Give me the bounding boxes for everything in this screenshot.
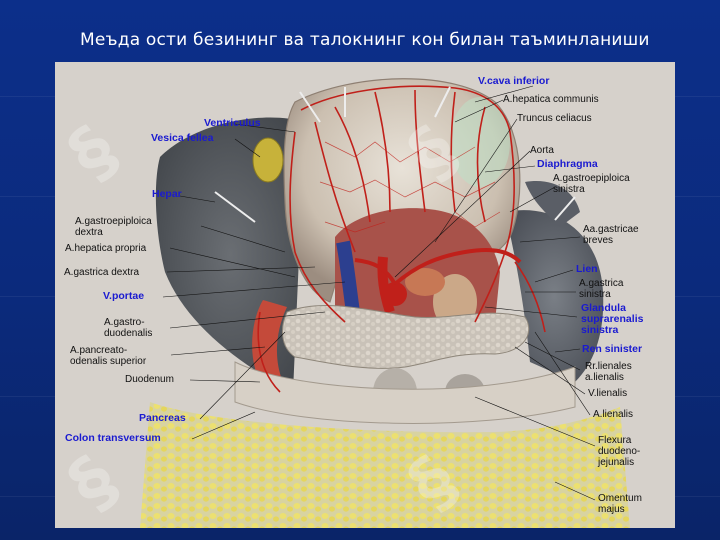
label-a-gastrica-dextra: A.gastrica dextra bbox=[64, 267, 140, 278]
label-hepar: Hepar bbox=[152, 188, 182, 200]
label-colon-transversum: Colon transversum bbox=[65, 432, 161, 444]
anatomy-illustration: § § § § bbox=[55, 62, 675, 528]
label-rr-lienales: Rr.lienales a.lienalis bbox=[585, 361, 632, 383]
label-a-lienalis: A.lienalis bbox=[593, 409, 634, 420]
slide-title: Меъда ости безининг ва талокнинг кон бил… bbox=[80, 30, 650, 50]
anatomy-illustration-panel: § § § § V.cava inferior A.hepatica commu… bbox=[55, 62, 675, 528]
label-ventriculus: Ventriculus bbox=[204, 117, 261, 129]
label-a-hepatica-communis: A.hepatica communis bbox=[503, 94, 599, 105]
label-a-gastroduodenalis: A.gastro- duodenalis bbox=[104, 317, 153, 339]
label-v-portae: V.portae bbox=[103, 290, 145, 302]
label-lien: Lien bbox=[576, 263, 598, 275]
label-ren-sinister: Ren sinister bbox=[582, 343, 643, 355]
label-flexura-duodenojejunalis: Flexura duodeno- jejunalis bbox=[598, 435, 641, 468]
label-a-gastroepiploica-sinistra: A.gastroepiploica sinistra bbox=[553, 173, 630, 195]
label-vesica-fellea: Vesica fellea bbox=[151, 132, 214, 144]
label-duodenum: Duodenum bbox=[125, 374, 174, 385]
label-pancreas: Pancreas bbox=[139, 412, 186, 424]
label-a-gastroepiploica-dextra: A.gastroepiploica dextra bbox=[75, 216, 152, 238]
label-v-cava-inferior: V.cava inferior bbox=[478, 75, 550, 87]
label-truncus-celiacus: Truncus celiacus bbox=[517, 113, 592, 124]
label-omentum-majus: Omentum majus bbox=[598, 493, 642, 515]
label-aa-gastricae-breves: Aa.gastricae breves bbox=[583, 224, 639, 246]
label-v-lienalis: V.lienalis bbox=[588, 388, 628, 399]
label-a-gastrica-sinistra: A.gastrica sinistra bbox=[579, 278, 624, 300]
label-a-pancreaticoduodenalis-superior: A.pancreato- odenalis superior bbox=[70, 345, 147, 367]
label-a-hepatica-propria: A.hepatica propria bbox=[65, 243, 147, 254]
label-glandula-suprarenalis: Glandula suprarenalis sinistra bbox=[581, 302, 644, 336]
label-diaphragma: Diaphragma bbox=[537, 158, 598, 170]
label-aorta: Aorta bbox=[530, 145, 554, 156]
